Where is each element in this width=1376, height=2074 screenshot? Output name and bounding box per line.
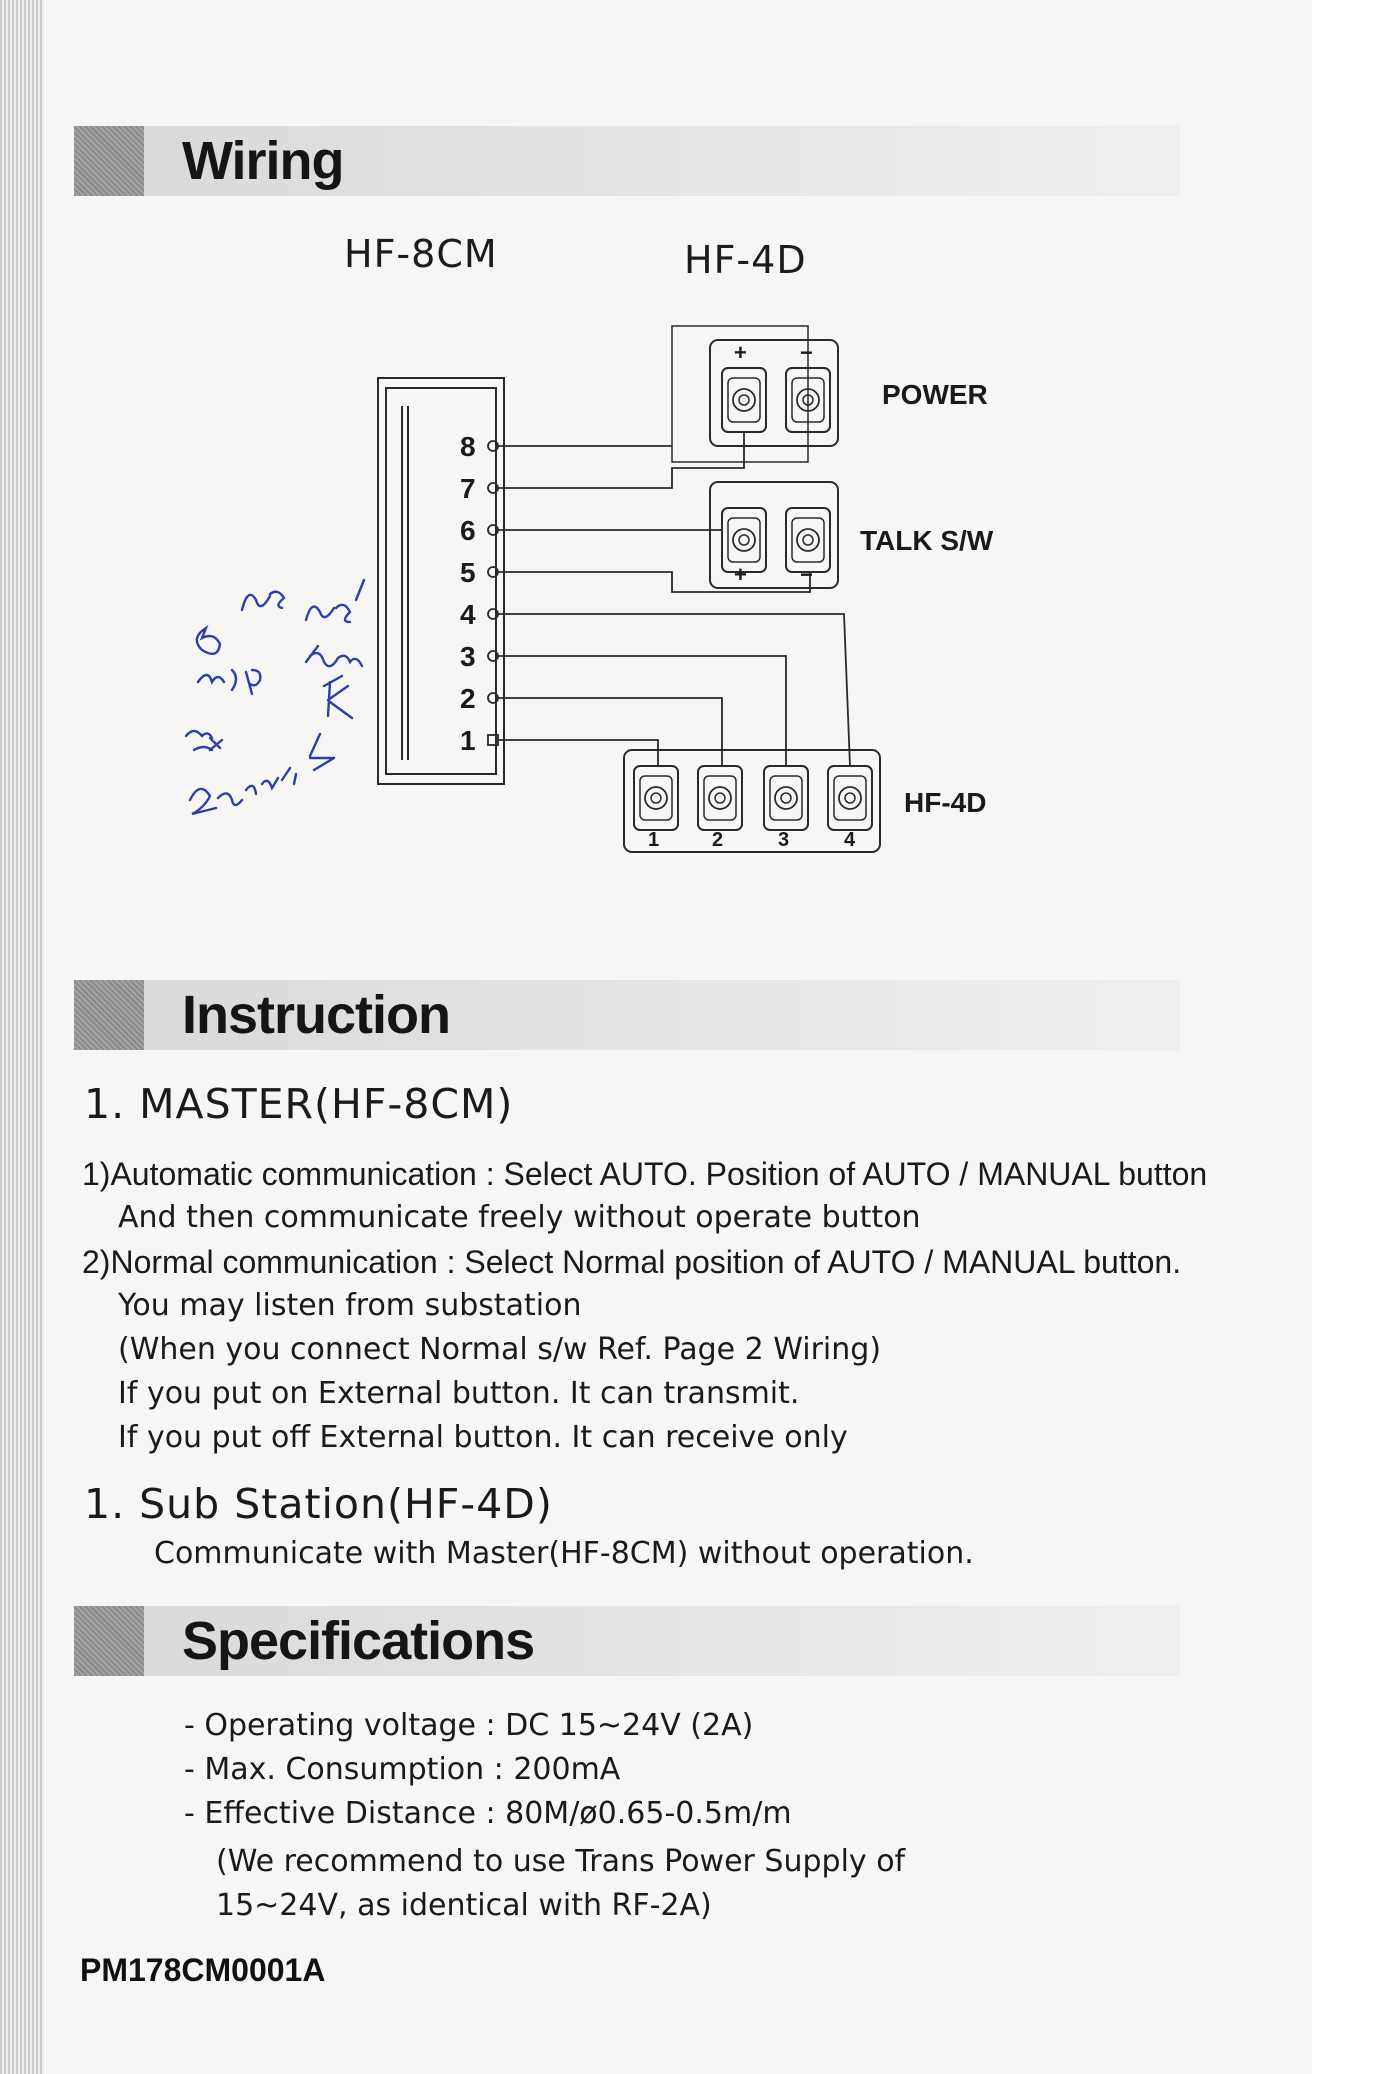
hf4d-connector-1 <box>633 765 679 831</box>
terminal-label-8: 8 <box>460 431 476 462</box>
hf4d-label: HF-4D <box>904 787 986 818</box>
talk-plus-connector <box>721 507 767 573</box>
spec-item-distance: - Effective Distance : 80M/ø0.65-0.5m/m <box>184 1796 792 1831</box>
section-marker-icon <box>74 1606 144 1676</box>
talk-label: TALK S/W <box>860 525 994 556</box>
hf4d-number-1: 1 <box>648 829 659 851</box>
document-code: PM178CM0001A <box>80 1952 326 1988</box>
spec-note-line-1: (We recommend to use Trans Power Supply … <box>216 1844 906 1879</box>
master-heading: 1. MASTER(HF-8CM) <box>84 1080 514 1128</box>
section-marker-icon <box>74 980 144 1050</box>
wiring-diagram: 8 7 6 5 4 3 2 1 + − POWER + − TALK S/W 1… <box>184 325 994 853</box>
master-line-2: And then communicate freely without oper… <box>118 1200 921 1235</box>
section-bar-specifications: Specifications <box>74 1606 1180 1676</box>
sub-heading: 1. Sub Station(HF-4D) <box>84 1480 553 1528</box>
master-line-7: If you put off External button. It can r… <box>118 1420 848 1455</box>
section-bar-instruction: Instruction <box>74 980 1180 1050</box>
master-terminal-board <box>377 377 505 785</box>
power-block <box>709 339 839 447</box>
section-bar-wiring: Wiring <box>74 126 1180 196</box>
power-minus-sign: − <box>800 340 813 365</box>
master-terminal-board-inner <box>385 387 497 775</box>
wire-3 <box>498 655 787 766</box>
terminal-label-4: 4 <box>460 599 476 630</box>
terminal-label-7: 7 <box>460 473 476 504</box>
talk-plus-sign: + <box>734 562 747 587</box>
wire-1 <box>498 739 659 766</box>
master-line-1: 1)Automatic communication : Select AUTO.… <box>82 1156 1208 1192</box>
terminal-label-5: 5 <box>460 557 476 588</box>
section-title-specifications: Specifications <box>182 1611 535 1671</box>
power-plus-sign: + <box>734 340 747 365</box>
terminal-label-6: 6 <box>460 515 476 546</box>
spec-item-consumption: - Max. Consumption : 200mA <box>184 1752 621 1787</box>
power-label: POWER <box>882 379 988 410</box>
label-master-model: HF-8CM <box>344 232 498 276</box>
master-line-4: You may listen from substation <box>118 1288 582 1323</box>
wire-4 <box>498 613 851 767</box>
spec-item-voltage: - Operating voltage : DC 15~24V (2A) <box>184 1708 754 1743</box>
spec-note-line-2: 15~24V, as identical with RF-2A) <box>216 1888 712 1923</box>
terminal-label-1: 1 <box>460 725 476 756</box>
talk-minus-connector <box>785 507 831 573</box>
wire-5 <box>498 571 811 593</box>
scan-edge <box>0 0 44 2074</box>
master-line-5: (When you connect Normal s/w Ref. Page 2… <box>118 1332 882 1367</box>
hf4d-number-2: 2 <box>712 829 723 851</box>
master-line-6: If you put on External button. It can tr… <box>118 1376 800 1411</box>
hf4d-block <box>623 749 881 853</box>
handwritten-notes <box>184 578 366 816</box>
section-title-instruction: Instruction <box>182 985 451 1045</box>
hf4d-number-4: 4 <box>844 829 856 851</box>
terminal-label-3: 3 <box>460 641 476 672</box>
wire-2 <box>498 697 723 766</box>
master-line-3: 2)Normal communication : Select Normal p… <box>82 1244 1182 1280</box>
terminal-label-2: 2 <box>460 683 476 714</box>
hf4d-number-3: 3 <box>778 829 789 851</box>
sub-line: Communicate with Master(HF-8CM) without … <box>154 1536 974 1571</box>
label-sub-model: HF-4D <box>684 238 807 282</box>
wire-7 <box>498 432 745 489</box>
section-title-wiring: Wiring <box>182 131 344 191</box>
power-minus-connector <box>785 367 831 433</box>
talk-block <box>709 481 839 589</box>
hf4d-connector-2 <box>697 765 743 831</box>
section-marker-icon <box>74 126 144 196</box>
talk-minus-sign: − <box>800 562 813 587</box>
